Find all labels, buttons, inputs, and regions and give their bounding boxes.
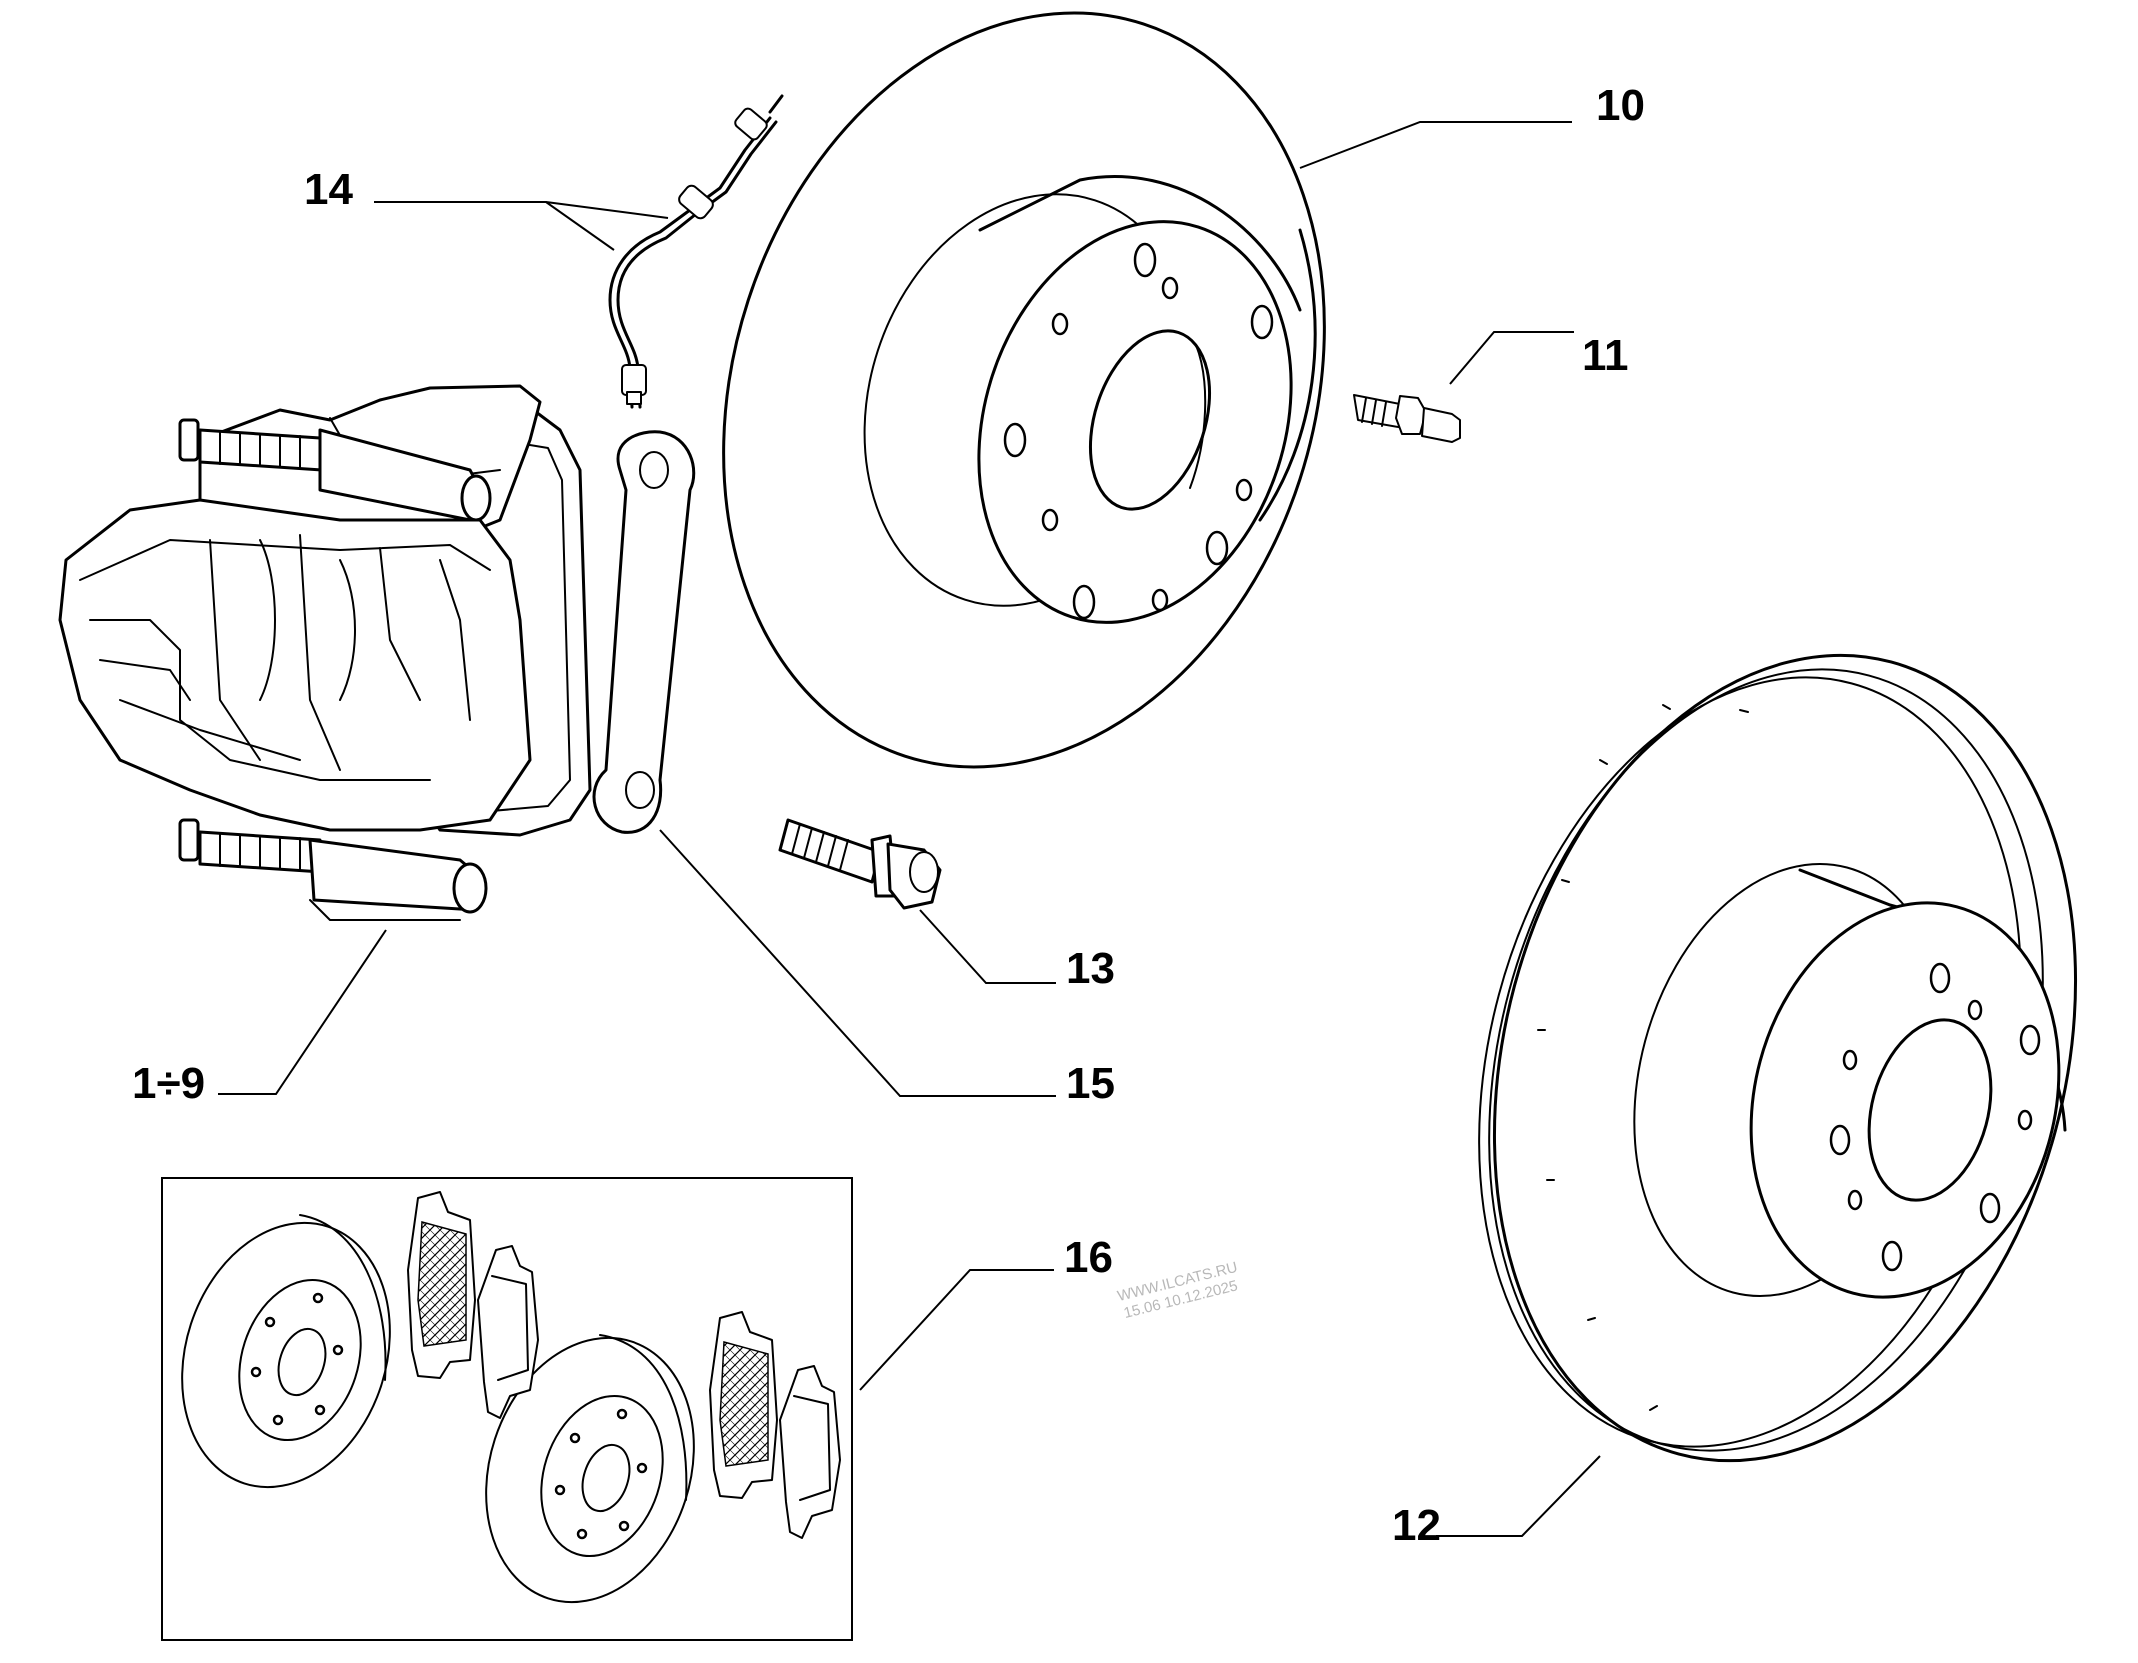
leader-lines <box>218 121 1601 1537</box>
leader-13 <box>919 909 1056 984</box>
leader-14a <box>374 201 615 251</box>
wear-sensor <box>608 94 784 409</box>
callout-13: 13 <box>1066 944 1115 993</box>
callout-1-9: 1÷9 <box>132 1059 205 1108</box>
kit-pads-1 <box>407 1191 539 1419</box>
leader-11 <box>1449 331 1574 385</box>
brake-caliper <box>58 384 592 921</box>
leader-12 <box>1436 1455 1601 1537</box>
leader-15 <box>659 829 1056 1097</box>
brake-kit-inset <box>161 1177 853 1641</box>
watermark: WWW.ILCATS.RU 15.06 10.12.2025 <box>1116 1259 1240 1322</box>
kit-disc-2 <box>485 1334 695 1604</box>
bleed-screw <box>1353 394 1461 443</box>
callout-15: 15 <box>1066 1059 1115 1108</box>
kit-disc-1 <box>181 1214 391 1489</box>
callout-10: 10 <box>1596 81 1645 130</box>
brake-disc-ventilated <box>1478 653 2078 1463</box>
callout-16: 16 <box>1064 1233 1113 1282</box>
kit-pads-2 <box>709 1311 841 1539</box>
callout-12: 12 <box>1392 1501 1441 1550</box>
leader-10 <box>1299 121 1572 169</box>
leader-14b <box>545 201 669 219</box>
callout-11: 11 <box>1582 331 1629 380</box>
caliper-plate <box>592 430 696 834</box>
caliper-bolt <box>778 818 942 910</box>
brake-disc-solid <box>722 11 1326 769</box>
leader-1-9 <box>218 929 387 1095</box>
leader-16 <box>859 1269 1054 1391</box>
callout-14: 14 <box>304 165 353 214</box>
